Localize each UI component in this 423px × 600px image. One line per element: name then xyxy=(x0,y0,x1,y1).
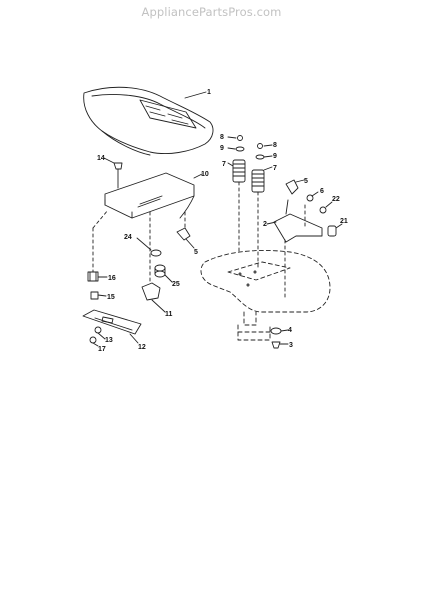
callout-10: 10 xyxy=(201,171,209,178)
washer-part xyxy=(150,249,162,257)
mounting-bracket-part xyxy=(273,199,323,243)
knob-part-right xyxy=(327,225,337,237)
seat-part xyxy=(83,86,214,156)
seat-pan-part xyxy=(104,172,195,219)
callout-5a: 5 xyxy=(304,178,308,185)
clip-part-left xyxy=(176,227,195,249)
clip-part-right xyxy=(285,179,299,195)
adjust-knob-part xyxy=(87,271,99,282)
callout-8a: 8 xyxy=(220,134,224,141)
callout-24: 24 xyxy=(124,234,132,241)
callout-7a: 7 xyxy=(222,161,226,168)
frame-outline xyxy=(200,250,331,341)
callout-16: 16 xyxy=(108,275,116,282)
spacer-part xyxy=(90,291,99,300)
callout-7b: 7 xyxy=(273,165,277,172)
callout-11: 11 xyxy=(165,311,173,318)
bolt-part-right xyxy=(255,143,265,160)
callout-2: 2 xyxy=(263,221,267,228)
washer-part-lower xyxy=(270,327,282,335)
callout-15: 15 xyxy=(107,294,115,301)
callout-21: 21 xyxy=(340,218,348,225)
callout-9b: 9 xyxy=(273,153,277,160)
callout-4: 4 xyxy=(288,327,292,334)
nut-part-right xyxy=(319,206,327,214)
bushing-part xyxy=(154,264,166,278)
spring-part-right xyxy=(251,169,265,193)
callout-1: 1 xyxy=(207,89,211,96)
callout-3: 3 xyxy=(289,342,293,349)
nut-part xyxy=(94,326,102,334)
callout-8b: 8 xyxy=(273,142,277,149)
callout-13: 13 xyxy=(105,337,113,344)
bushing-part-right xyxy=(306,194,314,202)
callout-17: 17 xyxy=(98,346,106,353)
callout-6: 6 xyxy=(320,188,324,195)
callout-14: 14 xyxy=(97,155,105,162)
callout-5b: 5 xyxy=(194,249,198,256)
callout-12: 12 xyxy=(138,344,146,351)
screw-part xyxy=(271,341,281,349)
knob-part xyxy=(113,162,123,189)
bolt-part xyxy=(89,336,97,344)
callout-9a: 9 xyxy=(220,145,224,152)
spring-part-left xyxy=(232,159,246,183)
pivot-bracket-part xyxy=(141,282,161,301)
callout-25: 25 xyxy=(172,281,180,288)
slide-rail-part xyxy=(82,309,142,335)
site-watermark: AppliancePartsPros.com xyxy=(141,5,282,19)
bolt-part-left xyxy=(235,135,245,152)
callout-22: 22 xyxy=(332,196,340,203)
